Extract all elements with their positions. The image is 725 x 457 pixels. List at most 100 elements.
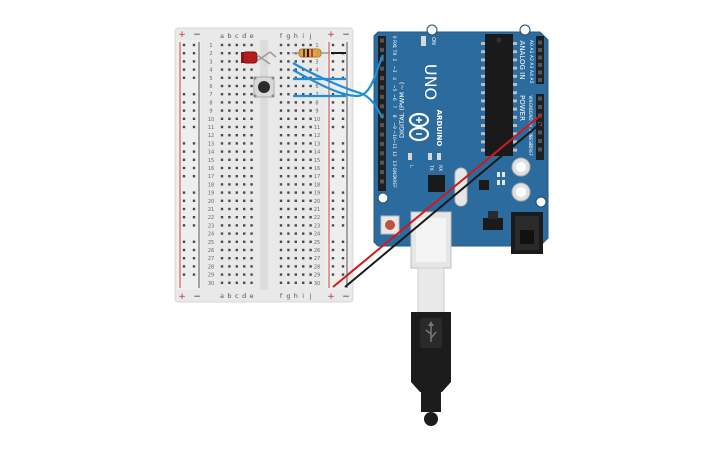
breadboard-hole [220, 281, 224, 284]
column-label-d: d [242, 32, 246, 40]
atmega-chip [485, 34, 513, 156]
breadboard-hole [220, 191, 224, 194]
breadboard-hole [309, 265, 312, 268]
digital-header [378, 36, 386, 191]
power-pin-hole [538, 139, 542, 143]
analog-header [536, 36, 544, 84]
breadboard-hole [294, 109, 297, 112]
chip-pin [513, 99, 517, 103]
rail-hole [182, 60, 186, 63]
breadboard-hole [287, 68, 290, 71]
breadboard-hole [309, 134, 312, 137]
breadboard-hole [294, 281, 297, 284]
digital-pin-hole [380, 38, 384, 43]
breadboard-hole [309, 68, 312, 71]
power-pin-hole [538, 105, 542, 109]
rail-hole [341, 216, 345, 219]
rail-hole [341, 60, 345, 63]
breadboard-hole [287, 52, 290, 55]
row-label-12: 12 [208, 133, 214, 139]
led-l-label: L [408, 165, 414, 168]
breadboard-hole [287, 232, 290, 235]
digital-pin-label: ~5 [391, 85, 397, 92]
breadboard-hole [228, 199, 231, 202]
rail-hole [182, 109, 186, 112]
breadboard-hole [309, 109, 312, 112]
breadboard-hole [294, 93, 297, 96]
breadboard-hole [302, 134, 305, 137]
column-label-b: b [227, 32, 231, 40]
breadboard-hole [243, 183, 246, 186]
row-label-27: 27 [208, 256, 214, 262]
breadboard-hole [228, 76, 231, 79]
digital-pin-label: ~3 [391, 66, 397, 73]
breadboard-hole [228, 240, 231, 243]
rail-hole [341, 265, 345, 268]
chip-pin [513, 58, 517, 62]
rail-hole [341, 117, 345, 120]
reset-button[interactable] [380, 215, 400, 235]
breadboard-hole [302, 84, 305, 88]
row-label-28: 28 [314, 264, 320, 270]
breadboard-hole [250, 158, 253, 161]
breadboard-hole [287, 199, 290, 202]
chip-pin [481, 91, 485, 95]
rail-hole [182, 43, 186, 47]
breadboard-hole [250, 273, 253, 276]
rail-hole [341, 191, 345, 194]
breadboard-hole [250, 191, 253, 194]
breadboard-hole [243, 232, 246, 235]
rail-hole [182, 142, 186, 145]
rail-hole [341, 175, 345, 178]
digital-pin-label: ~10 [391, 130, 397, 140]
rail-hole [341, 101, 345, 104]
breadboard-hole [302, 265, 305, 268]
breadboard-hole [228, 224, 231, 227]
breadboard-hole [287, 224, 290, 227]
breadboard-hole [220, 93, 224, 96]
rail-symbol-plus-top-left: + [178, 30, 186, 40]
breadboard-hole [235, 150, 238, 153]
digital-pin-hole [380, 141, 384, 146]
rail-symbol-minus-bottom-left: − [193, 292, 201, 302]
breadboard-hole [302, 207, 305, 211]
digital-pin-hole [380, 151, 384, 156]
resistor[interactable] [292, 48, 330, 58]
breadboard-hole [287, 166, 290, 170]
breadboard-hole [228, 216, 231, 219]
breadboard-hole [294, 68, 297, 71]
breadboard-hole [243, 248, 246, 252]
breadboard-hole [309, 191, 312, 194]
breadboard-hole [302, 175, 305, 178]
rail-hole [341, 207, 345, 211]
breadboard-hole [287, 248, 290, 252]
column-label-d: d [242, 292, 246, 300]
digital-pin-label: 2 [391, 58, 397, 61]
led-red[interactable] [241, 51, 277, 65]
breadboard-hole [309, 76, 312, 79]
breadboard-hole [309, 166, 312, 170]
breadboard-hole [279, 109, 283, 112]
breadboard-hole [250, 93, 253, 96]
digital-pin-hole [380, 85, 384, 90]
breadboard-hole [287, 183, 290, 186]
breadboard-hole [302, 240, 305, 243]
breadboard-hole [228, 117, 231, 120]
rail-hole [192, 224, 196, 227]
digital-pin-hole [380, 47, 384, 52]
row-label-8: 8 [315, 100, 318, 106]
breadboard-hole [279, 183, 283, 186]
row-label-9: 9 [315, 109, 318, 115]
power-pin-label: RESET [528, 135, 533, 148]
row-label-14: 14 [314, 150, 320, 156]
column-label-i: i [302, 32, 304, 40]
breadboard-hole [228, 175, 231, 178]
breadboard-hole [250, 257, 253, 260]
pushbutton[interactable] [253, 76, 275, 98]
breadboard-hole [250, 150, 253, 153]
breadboard-hole [235, 265, 238, 268]
breadboard-hole [243, 101, 246, 104]
breadboard-hole [228, 281, 231, 284]
breadboard-hole [302, 150, 305, 153]
